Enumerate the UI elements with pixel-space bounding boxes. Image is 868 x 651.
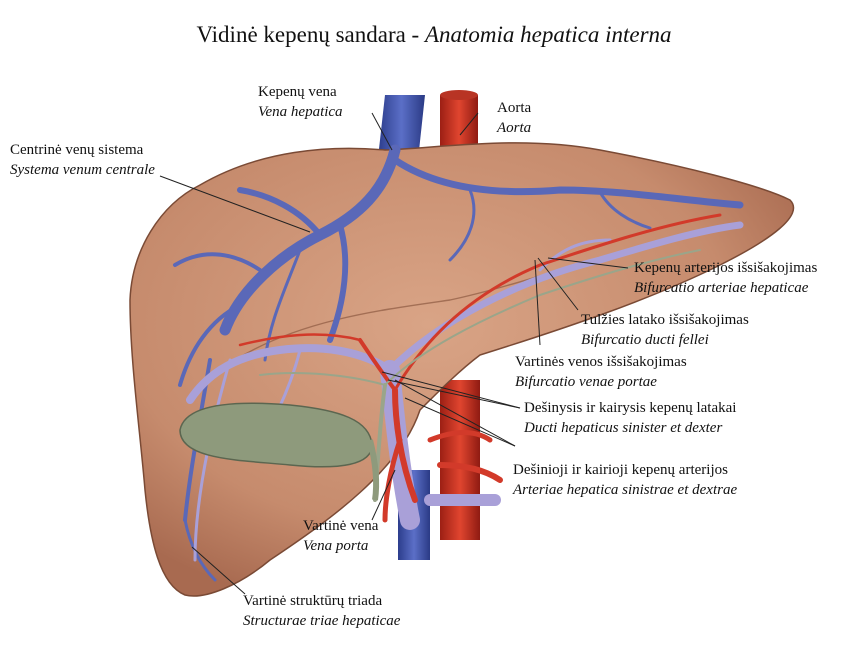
label-bifurcatio-venae: Vartinės venos išsišakojimas Bifurcatio … xyxy=(515,354,687,390)
label-vena-porta: Vartinė vena Vena porta xyxy=(303,518,379,554)
label-arteriae-hepatica: Dešinioji ir kairioji kepenų arterijos A… xyxy=(513,462,738,498)
figure-title: Vidinė kepenų sandara - Anatomia hepatic… xyxy=(0,22,868,48)
label-vena-hepatica: Kepenų vena Vena hepatica xyxy=(258,84,343,120)
label-bifurcatio-arteriae: Kepenų arterijos išsišakojimas Bifurcati… xyxy=(634,260,818,296)
liver-outline xyxy=(129,142,795,597)
label-aorta: Aorta Aorta xyxy=(497,100,532,136)
leader-lines xyxy=(159,112,629,595)
label-ducti-hepaticus: Dešinysis ir kairysis kepenų latakai Duc… xyxy=(524,400,737,436)
label-structurae-triae: Vartinė struktūrų triada Structurae tria… xyxy=(243,593,401,629)
aorta-vessel xyxy=(440,90,480,540)
hepatic-artery-tree xyxy=(238,213,722,523)
hepatic-vein-tree xyxy=(173,144,744,582)
title-lithuanian: Vidinė kepenų sandara - xyxy=(196,22,425,47)
title-latin: Anatomia hepatica interna xyxy=(424,22,672,47)
label-bifurcatio-ducti: Tulžies latako išsišakojimas Bifurcatio … xyxy=(581,312,749,348)
label-systema-venum: Centrinė venų sistema Systema venum cent… xyxy=(10,142,155,178)
